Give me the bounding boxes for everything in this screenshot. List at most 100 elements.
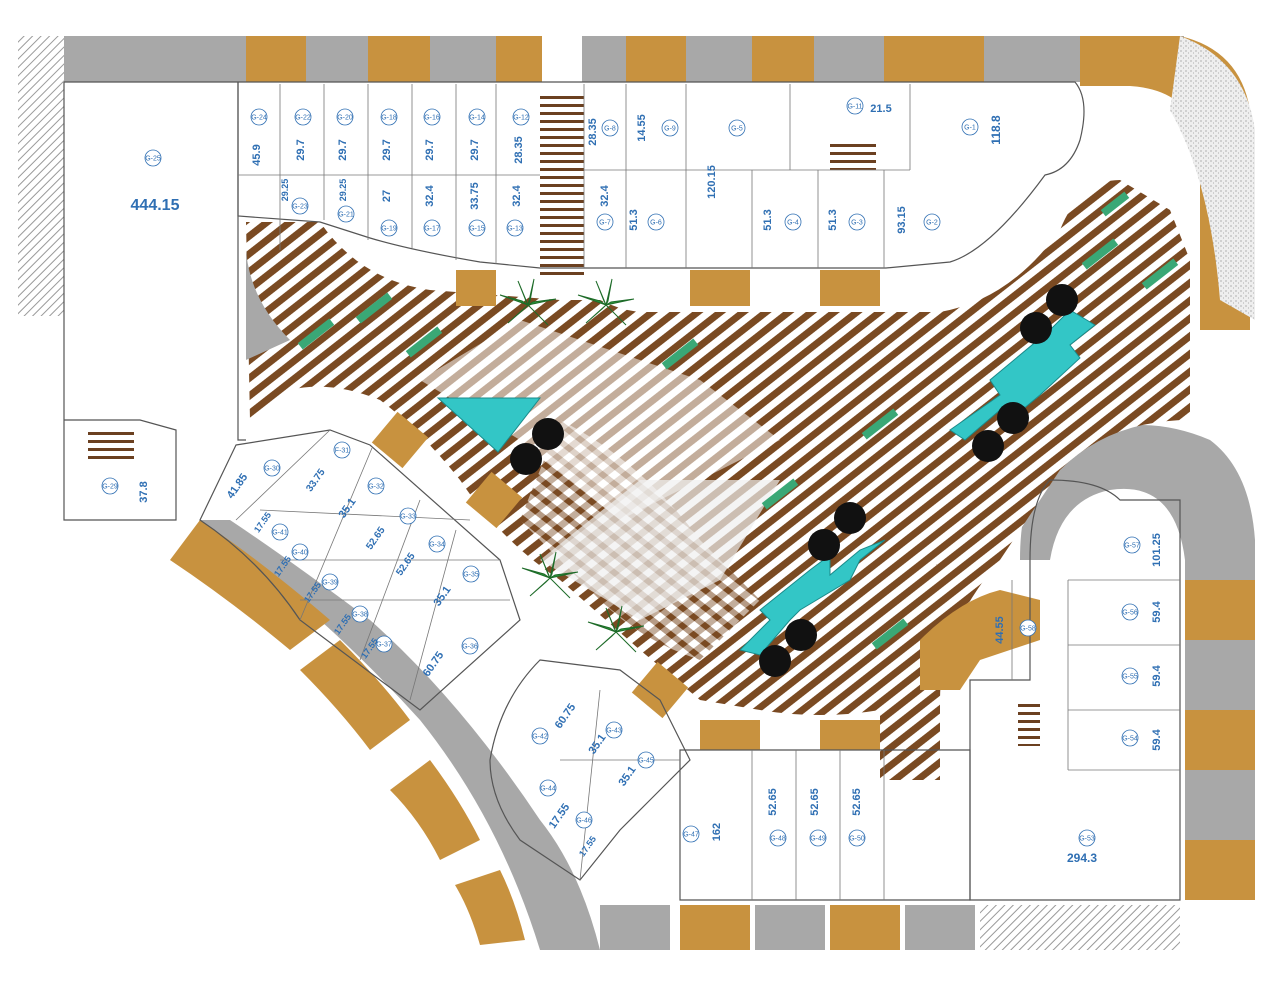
unit-tag-circle <box>380 108 398 126</box>
unit-tag-circle <box>336 108 354 126</box>
unit-tag-label: G-43 <box>606 728 622 735</box>
unit-tag-label: G-3 <box>851 220 863 227</box>
unit-tag-label: G-1 <box>964 125 976 132</box>
unit-area-label: 59.4 <box>1151 664 1163 686</box>
unit-area-label: 32.4 <box>599 184 611 206</box>
unit-area-label: 45.9 <box>251 144 263 165</box>
unit-tag-label: G-24 <box>251 115 267 122</box>
unit-tag-circle <box>468 219 486 237</box>
unit-tag-label: G-44 <box>540 786 556 793</box>
unit-area-label: 118.8 <box>989 115 1003 145</box>
unit-area-label: 120.15 <box>706 165 718 199</box>
unit-area-label: 33.75 <box>304 467 328 494</box>
unit-tag-label: G-30 <box>264 466 280 473</box>
unit-area-label: 51.3 <box>827 209 839 230</box>
unit-area-label: 14.55 <box>636 114 648 142</box>
unit-tag-label: G-23 <box>292 204 308 211</box>
unit-tag-circle <box>784 213 802 231</box>
perimeter-paving <box>18 36 1255 330</box>
unit-tag-circle <box>769 829 787 847</box>
unit-area-label: 29.7 <box>295 139 307 160</box>
pool-center <box>739 539 886 656</box>
unit-tag-circle <box>468 108 486 126</box>
unit-tag-label: G-47 <box>683 832 699 839</box>
unit-area-label: 28.35 <box>587 118 599 146</box>
unit-tag-circle <box>263 459 281 477</box>
unit-tag-label: F-31 <box>335 448 350 455</box>
unit-area-label: 59.4 <box>1151 728 1163 750</box>
unit-tag-circle <box>367 477 385 495</box>
unit-area-label: 52.65 <box>767 788 779 816</box>
unit-tag-label: G-22 <box>295 115 311 122</box>
unit-area-label: 35.1 <box>586 732 608 756</box>
unit-tag-circle <box>728 119 746 137</box>
unit-tag-circle <box>923 213 941 231</box>
unit-tag-label: G-25 <box>145 156 161 163</box>
unit-area-label: 52.65 <box>394 551 418 578</box>
unit-tag-circle <box>1121 729 1139 747</box>
unit-tag-label: G-6 <box>650 220 662 227</box>
unit-area-label: 29.25 <box>338 179 348 202</box>
unit-tag-label: G-8 <box>604 126 616 133</box>
unit-tag-label: G-49 <box>810 836 826 843</box>
unit-tag-circle <box>575 811 593 829</box>
unit-tag-circle <box>846 97 864 115</box>
unit-tag-label: G-32 <box>368 484 384 491</box>
right-paving <box>1020 425 1255 900</box>
unit-tag-label: G-29 <box>102 484 118 491</box>
unit-tag-circle <box>637 751 655 769</box>
water-features <box>436 309 1096 656</box>
unit-area-label: 162 <box>711 823 723 841</box>
unit-tag-label: G-34 <box>429 542 445 549</box>
unit-area-label: 60.75 <box>553 702 579 731</box>
plaza-gold-pavers <box>246 250 1040 750</box>
unit-tag-label: G-57 <box>1124 543 1140 550</box>
unit-tag-label: G-37 <box>376 642 392 649</box>
unit-area-label: 52.65 <box>809 788 821 816</box>
unit-tag-label: G-58 <box>1020 626 1036 633</box>
unit-tag-label: G-5 <box>731 126 743 133</box>
unit-tag-circle <box>512 108 530 126</box>
unit-tag-circle <box>961 118 979 136</box>
unit-area-label: 35.1 <box>616 764 638 788</box>
unit-tag-label: G-18 <box>381 115 397 122</box>
unit-tag-label: G-36 <box>462 644 478 651</box>
unit-tag-circle <box>291 197 309 215</box>
tree-circles <box>510 284 1078 677</box>
unit-area-label: 294.3 <box>1067 851 1097 865</box>
unit-tag-label: G-48 <box>770 836 786 843</box>
unit-tag-label: G-20 <box>337 115 353 122</box>
unit-tag-label: G-19 <box>381 226 397 233</box>
unit-tag-circle <box>506 219 524 237</box>
unit-tag-label: G-9 <box>664 126 676 133</box>
unit-area-label: 51.3 <box>762 209 774 230</box>
unit-area-label: 29.7 <box>381 139 393 160</box>
unit-tag-circle <box>428 535 446 553</box>
unit-tag-circle <box>682 825 700 843</box>
unit-area-label: 17.55 <box>547 802 573 831</box>
unit-tag-circle <box>250 108 268 126</box>
unit-area-label: 32.4 <box>511 184 523 206</box>
unit-area-label: 59.4 <box>1151 600 1163 622</box>
unit-area-label: 52.65 <box>364 525 388 552</box>
unit-tag-label: G-35 <box>463 572 479 579</box>
unit-area-label: 29.7 <box>337 139 349 160</box>
pool-left <box>436 397 542 453</box>
unit-tag-circle <box>1019 619 1037 637</box>
unit-tag-label: G-16 <box>424 115 440 122</box>
unit-tag-circle <box>423 108 441 126</box>
unit-area-label: 444.15 <box>131 197 180 214</box>
unit-tag-circle <box>601 119 619 137</box>
unit-area-label: 29.25 <box>280 179 290 202</box>
unit-area-label: 35.1 <box>336 496 358 520</box>
palm-trees <box>499 278 645 653</box>
unit-tag-circle <box>291 543 309 561</box>
unit-tag-label: G-4 <box>787 220 799 227</box>
unit-area-label: 32.4 <box>424 184 436 206</box>
unit-tag-label: G-42 <box>532 734 548 741</box>
unit-tag-label: G-15 <box>469 226 485 233</box>
unit-area-label: 29.7 <box>469 139 481 160</box>
unit-area-label: 44.55 <box>994 616 1006 644</box>
unit-tag-circle <box>380 219 398 237</box>
